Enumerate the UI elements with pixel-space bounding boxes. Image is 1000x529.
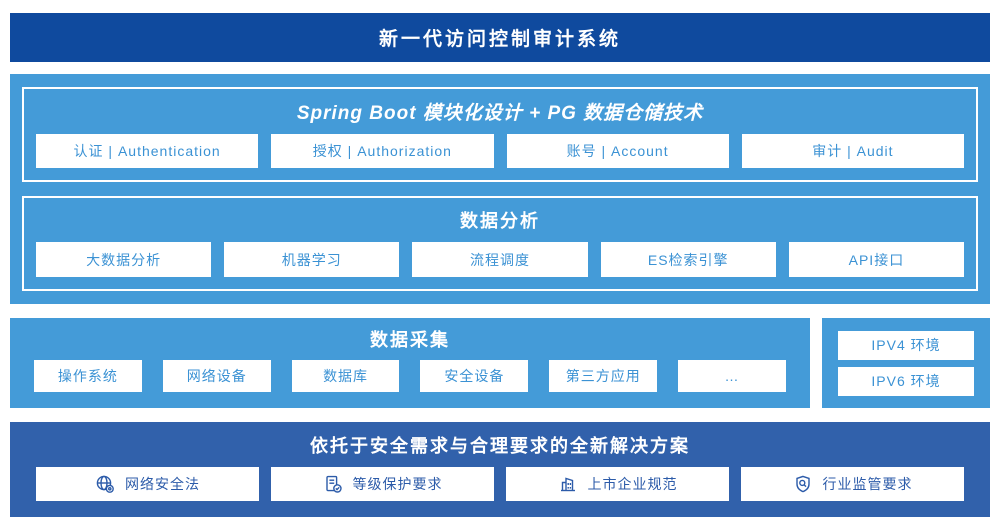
- document-check-icon: [323, 474, 343, 494]
- solution-industry-regulation: 行业监管要求: [741, 467, 964, 501]
- modules-panel: Spring Boot 模块化设计 + PG 数据仓储技术 认证 | Authe…: [22, 87, 978, 182]
- analysis-panel-header: 数据分析: [460, 211, 540, 231]
- collect-thirdparty-app: 第三方应用: [549, 360, 658, 392]
- modules-row: 认证 | Authentication 授权 | Authorization 账…: [24, 125, 976, 180]
- analysis-machine-learning: 机器学习: [224, 242, 400, 277]
- solution-item-label: 行业监管要求: [822, 476, 913, 492]
- globe-security-icon: [95, 474, 115, 494]
- solution-header: 依托于安全需求与合理要求的全新解决方案: [310, 436, 690, 456]
- analysis-panel: 数据分析 大数据分析 机器学习 流程调度 ES检索引擎 API接口: [22, 196, 978, 291]
- analysis-bigdata: 大数据分析: [36, 242, 212, 277]
- module-authorization: 授权 | Authorization: [271, 134, 494, 168]
- modules-panel-header: Spring Boot 模块化设计 + PG 数据仓储技术: [296, 103, 704, 124]
- building-icon: [558, 474, 578, 494]
- collection-header: 数据采集: [370, 330, 450, 350]
- solution-network-security-law: 网络安全法: [36, 467, 259, 501]
- ip-environments-panel: IPV4 环境 IPV6 环境: [822, 318, 990, 408]
- collect-os: 操作系统: [34, 360, 142, 392]
- solution-item-label: 网络安全法: [125, 476, 200, 492]
- collect-security-device: 安全设备: [420, 360, 529, 392]
- analysis-workflow: 流程调度: [412, 242, 588, 277]
- solution-panel: 依托于安全需求与合理要求的全新解决方案 网络安全法: [10, 422, 990, 517]
- collect-database: 数据库: [291, 360, 400, 392]
- solution-item-label: 上市企业规范: [587, 476, 678, 492]
- solution-listed-company: 上市企业规范: [506, 467, 729, 501]
- solution-classified-protection: 等级保护要求: [271, 467, 494, 501]
- collect-more-ellipsis: …: [678, 360, 786, 392]
- analysis-api: API接口: [788, 242, 965, 277]
- collection-row: 操作系统 网络设备 数据库 安全设备 第三方应用 …: [10, 352, 810, 408]
- platform-container: Spring Boot 模块化设计 + PG 数据仓储技术 认证 | Authe…: [10, 74, 990, 304]
- solution-item-label: 等级保护要求: [352, 476, 443, 492]
- analysis-row: 大数据分析 机器学习 流程调度 ES检索引擎 API接口: [24, 233, 976, 289]
- ipv4-environment: IPV4 环境: [838, 330, 974, 360]
- collect-network-device: 网络设备: [162, 360, 271, 392]
- ipv6-environment: IPV6 环境: [838, 366, 974, 396]
- solution-row: 网络安全法 等级保护要求: [10, 458, 990, 517]
- module-account: 账号 | Account: [506, 134, 729, 168]
- analysis-es-search: ES检索引擎: [600, 242, 776, 277]
- collection-panel: 数据采集 操作系统 网络设备 数据库 安全设备 第三方应用 …: [10, 318, 810, 408]
- module-audit: 审计 | Audit: [741, 134, 964, 168]
- collection-and-env-row: 数据采集 操作系统 网络设备 数据库 安全设备 第三方应用 … IPV4 环境 …: [10, 318, 990, 408]
- module-authentication: 认证 | Authentication: [36, 134, 259, 168]
- page-title: 新一代访问控制审计系统: [10, 13, 990, 62]
- shield-search-icon: [793, 474, 813, 494]
